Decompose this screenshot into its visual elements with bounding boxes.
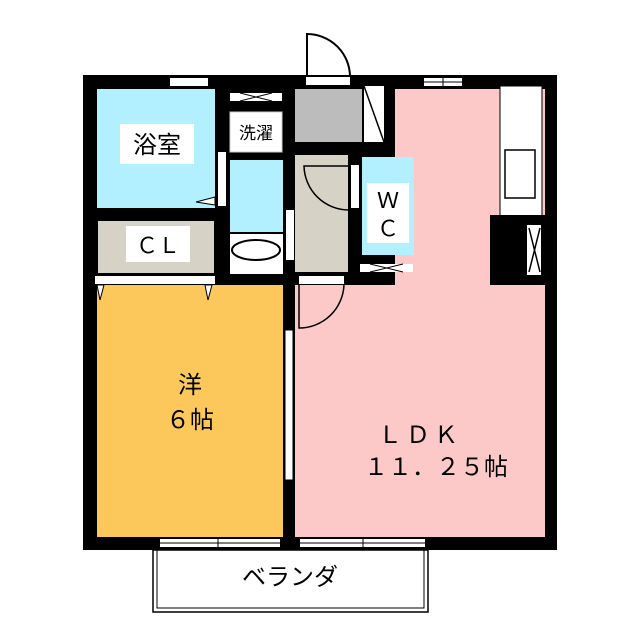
entrance <box>295 155 348 272</box>
room-western <box>97 285 283 537</box>
wc-label-bg <box>367 183 409 243</box>
bath-label: 浴室 <box>133 131 181 159</box>
shoebox-line <box>363 85 385 143</box>
ldk-label-1: ＬＤＫ <box>378 421 462 449</box>
washroom-door <box>286 210 294 260</box>
closet-label-bg <box>126 226 190 262</box>
western-label-2: ６帖 <box>166 406 214 434</box>
washbasin-bowl <box>231 239 281 261</box>
wc-door-swing <box>303 165 350 211</box>
closet-label: ＣＬ <box>136 234 180 259</box>
bath-door-mark <box>195 196 216 206</box>
balcony-label: ベランダ <box>242 563 338 591</box>
closet-door <box>95 276 215 284</box>
hall <box>295 89 362 142</box>
bath-label-bg <box>120 124 194 164</box>
window-bottom-lines <box>160 538 425 548</box>
wc-vent-cross <box>369 263 404 273</box>
bath-window <box>170 78 208 86</box>
balcony <box>152 549 429 613</box>
wc-door <box>351 165 359 208</box>
entrance-door-swing <box>306 32 351 78</box>
ldk-label-2: １１．２５帖 <box>364 453 508 481</box>
cabinet-cross <box>528 227 541 273</box>
entrance-ldk-door <box>299 276 344 284</box>
ldk-door-swing <box>298 284 345 329</box>
closet-door-mark <box>96 284 213 301</box>
kitchen-sink <box>504 149 536 199</box>
room-ldk <box>295 89 545 537</box>
wc-label-2: Ｃ <box>377 217 399 242</box>
room-washroom <box>230 160 283 232</box>
window-line <box>424 77 462 87</box>
wc-label-1: Ｗ <box>377 189 399 214</box>
entrance-door <box>306 77 350 85</box>
bath-door <box>218 152 226 206</box>
balcony-inner <box>156 549 425 609</box>
laundry-label: 洗濯 <box>239 124 273 144</box>
vent-cross <box>239 92 273 102</box>
sliding-door <box>284 329 294 481</box>
western-label-1: 洋 <box>178 371 202 399</box>
laundry-label-bg <box>229 111 283 153</box>
